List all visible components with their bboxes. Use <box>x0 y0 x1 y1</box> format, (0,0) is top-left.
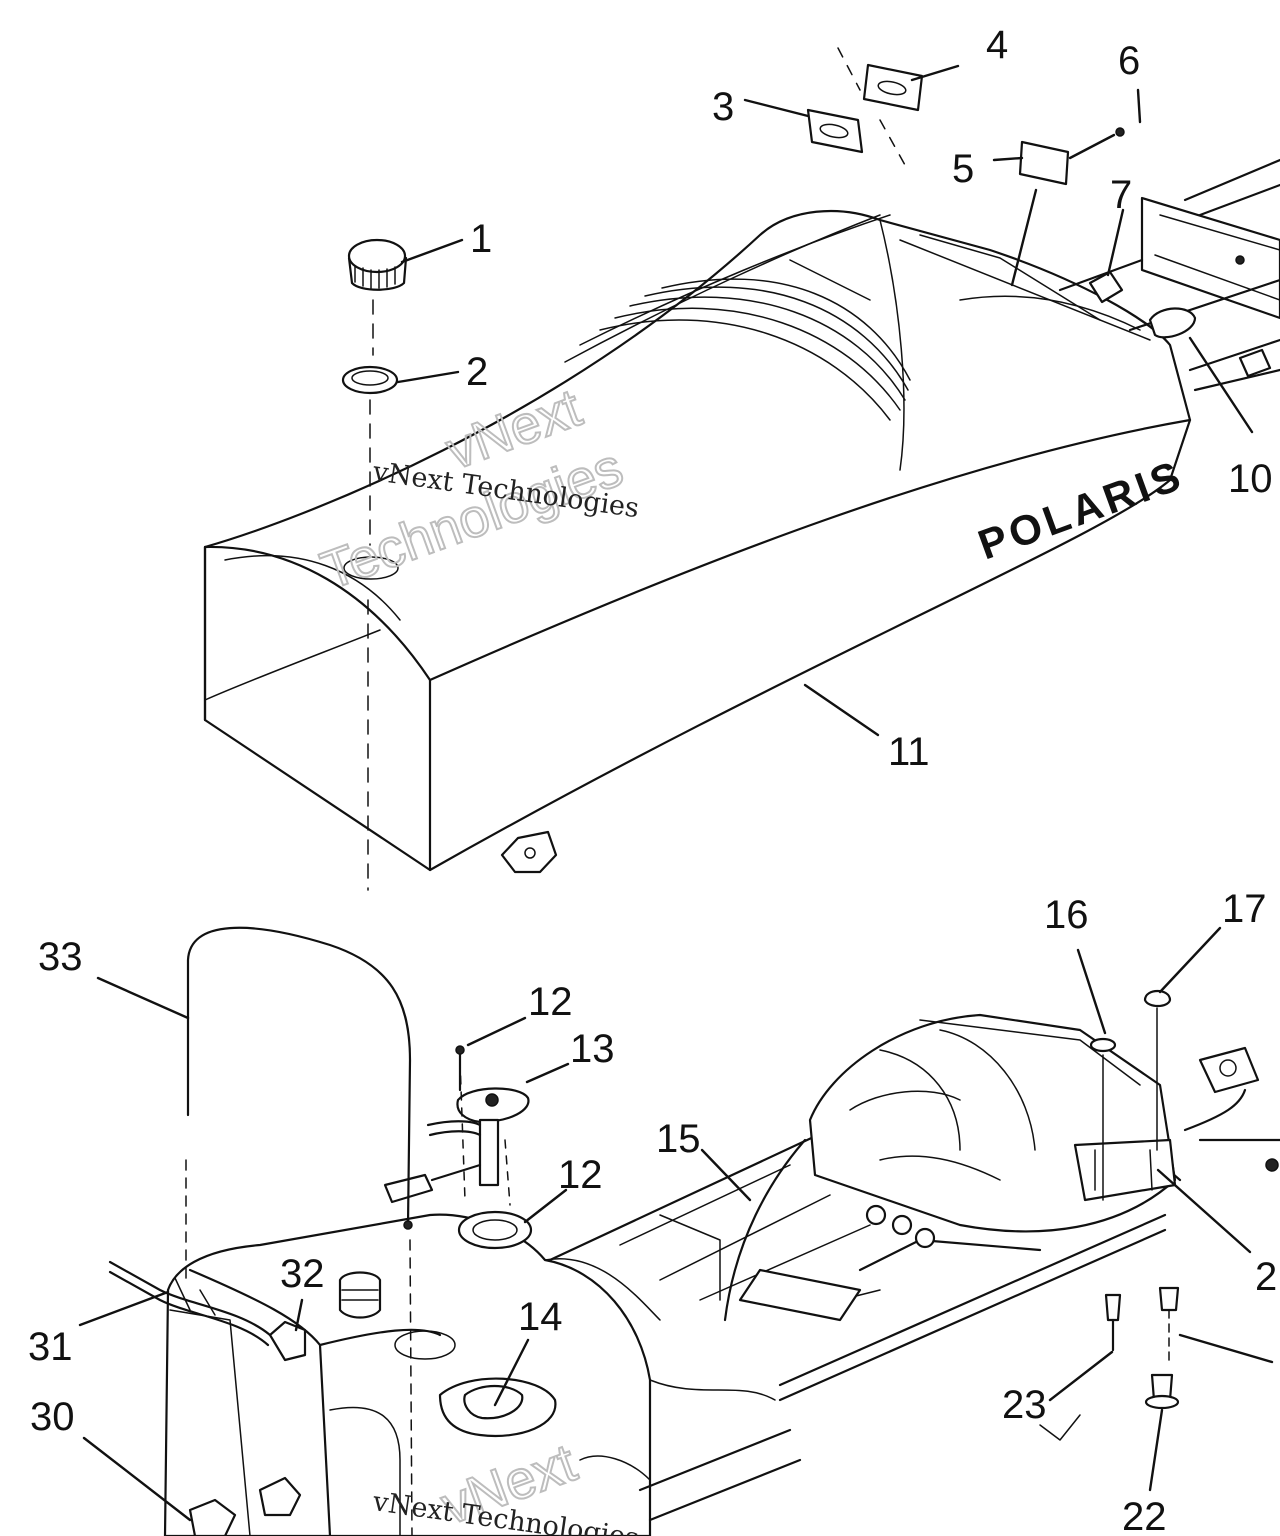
hose-15 <box>723 1138 807 1322</box>
trim-plate-5 <box>1018 140 1070 186</box>
callout-33: 33 <box>38 935 83 979</box>
trim-plate-4 <box>862 63 924 112</box>
callout-1: 1 <box>470 217 492 261</box>
callout-2-right: 2 <box>1255 1255 1277 1299</box>
callout-13: 13 <box>570 1027 615 1071</box>
callout-11: 11 <box>888 730 930 774</box>
screw-23 <box>1104 1293 1122 1322</box>
callout-2: 2 <box>466 350 488 394</box>
callout-22: 22 <box>1122 1495 1167 1536</box>
callout-32: 32 <box>280 1252 325 1296</box>
callout-5: 5 <box>952 147 974 191</box>
leader-lines <box>78 64 1274 1522</box>
rear-taillight-bracket <box>1058 158 1280 392</box>
washer-16 <box>1089 1037 1117 1053</box>
trim-plate-3 <box>806 108 864 154</box>
callout-31: 31 <box>28 1325 73 1369</box>
callout-7: 7 <box>1110 173 1132 217</box>
callout-17: 17 <box>1222 887 1267 931</box>
callout-23: 23 <box>1002 1383 1047 1427</box>
callout-30: 30 <box>30 1395 75 1439</box>
callout-15: 15 <box>656 1117 701 1161</box>
callout-3: 3 <box>712 85 734 129</box>
callout-4: 4 <box>986 23 1008 67</box>
screw-6 <box>1115 127 1125 137</box>
callout-labels: 1 2 3 4 5 6 7 10 11 33 12 13 12 15 14 32… <box>28 23 1277 1536</box>
push-rivet-17 <box>1143 989 1172 1008</box>
callout-14: 14 <box>518 1295 563 1339</box>
callout-12-bottom: 12 <box>558 1153 603 1197</box>
fuel-tank <box>108 1213 776 1536</box>
callout-10: 10 <box>1228 457 1273 501</box>
callout-16: 16 <box>1044 893 1089 937</box>
fuel-cap-gasket <box>341 365 399 395</box>
airbox-housing <box>808 1013 1177 1233</box>
assembly-axis-line <box>367 299 374 891</box>
fuel-cap <box>347 238 408 291</box>
callout-12-top: 12 <box>528 980 573 1024</box>
vent-hose-33 <box>186 926 412 1227</box>
bracket-right <box>1198 1046 1260 1094</box>
callout-6: 6 <box>1118 39 1140 83</box>
